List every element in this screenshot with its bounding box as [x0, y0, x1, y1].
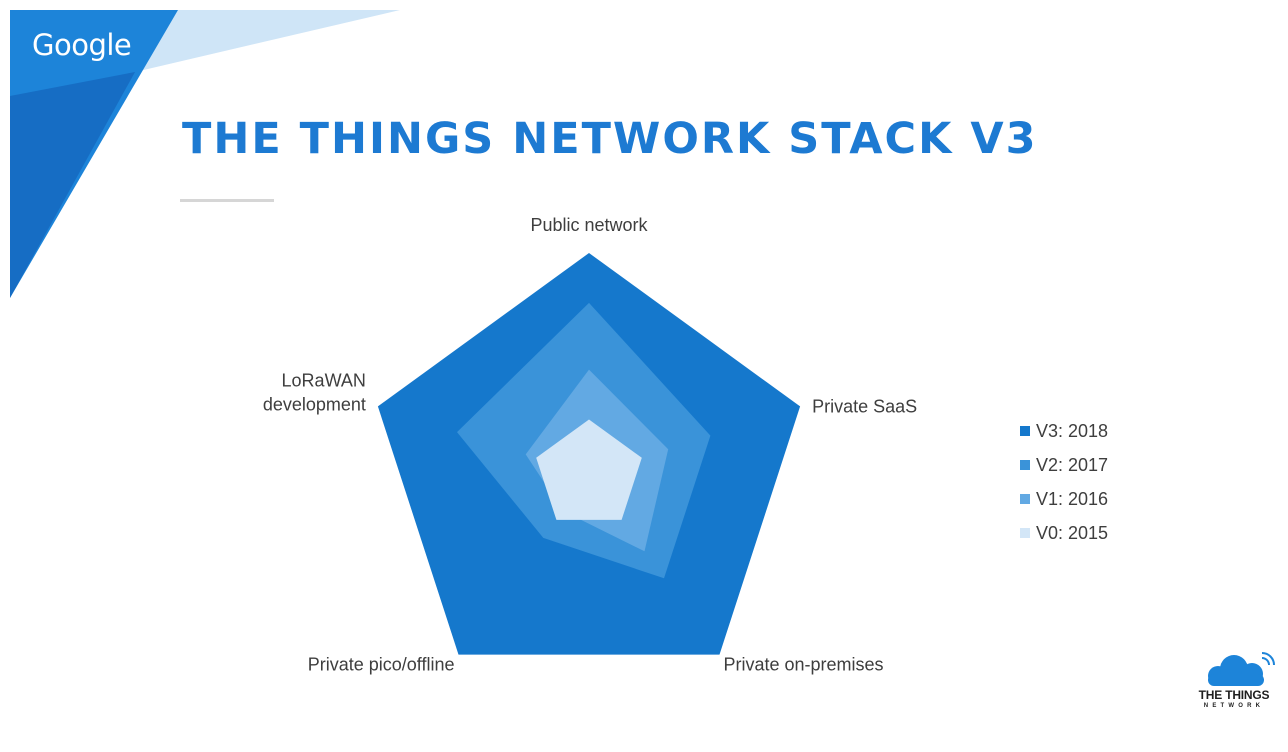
- legend-swatch: [1020, 494, 1030, 504]
- legend-item: V1: 2016: [1020, 482, 1108, 516]
- title-divider: [180, 199, 274, 202]
- corner-decoration: [10, 10, 400, 298]
- axis-label: Private pico/offline: [308, 655, 455, 675]
- corner-blue-triangle: [10, 10, 178, 298]
- axis-label: Private SaaS: [812, 396, 917, 416]
- radar-series-3: [536, 419, 642, 520]
- google-logo: Google: [32, 28, 132, 62]
- legend-label: V1: 2016: [1036, 488, 1109, 509]
- legend-swatch: [1020, 528, 1030, 538]
- legend-label: V2: 2017: [1036, 454, 1109, 475]
- corner-dark-shade: [10, 72, 135, 298]
- legend-swatch: [1020, 460, 1030, 470]
- ttn-logo: THE THINGS NETWORK: [1196, 652, 1276, 709]
- axis-label: Public network: [530, 215, 648, 235]
- legend-swatch: [1020, 426, 1030, 436]
- legend-label: V0: 2015: [1036, 522, 1109, 543]
- slide-title: THE THINGS NETWORK STACK V3: [182, 114, 1038, 164]
- legend-item: V2: 2017: [1020, 448, 1108, 482]
- corner-light-band: [135, 10, 400, 72]
- legend-item: V3: 2018: [1020, 414, 1108, 448]
- ttn-logo-subname: NETWORK: [1203, 703, 1265, 709]
- axis-label: Private on-premises: [724, 655, 884, 675]
- cloud-icon: [1208, 652, 1275, 686]
- legend-label: V3: 2018: [1036, 420, 1109, 441]
- legend-item: V0: 2015: [1020, 516, 1108, 550]
- ttn-logo-name: THE THINGS: [1198, 688, 1270, 702]
